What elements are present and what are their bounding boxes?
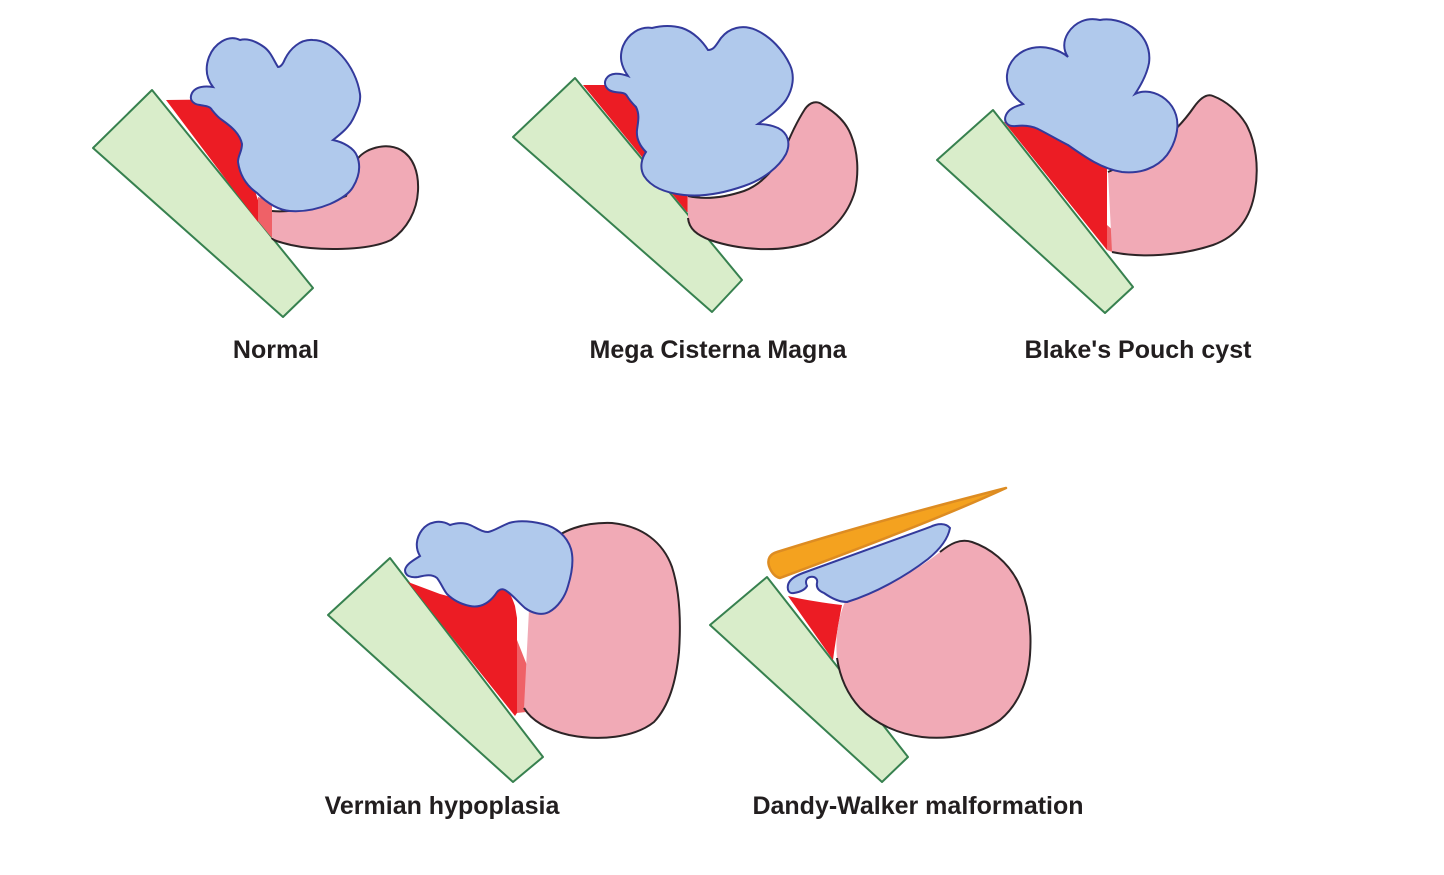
cisterna-shape-fill bbox=[688, 102, 858, 250]
panel-label-blakes-pouch-cyst: Blake's Pouch cyst bbox=[1024, 336, 1252, 364]
cyst-shape-fill bbox=[836, 540, 1031, 738]
fourth-ventricle-region bbox=[408, 582, 517, 716]
fourth-ventricle-region bbox=[788, 596, 842, 660]
cisterna-shape-fill bbox=[272, 146, 419, 250]
ventricle-light-sliver bbox=[258, 197, 272, 238]
hypoplastic-vermis-shape bbox=[403, 520, 574, 615]
vermis-shape bbox=[189, 37, 362, 213]
panel-label-dandy-walker-malformation: Dandy-Walker malformation bbox=[752, 792, 1084, 820]
panel-vermian-hypoplasia-diagram bbox=[327, 520, 681, 783]
panel-label-vermian-hypoplasia: Vermian hypoplasia bbox=[324, 792, 560, 820]
panel-label-normal: Normal bbox=[232, 336, 320, 364]
flattened-vermis-shape bbox=[786, 523, 952, 604]
panel-mega-cisterna-magna-diagram bbox=[512, 25, 859, 313]
vermis-shape bbox=[604, 25, 794, 197]
cyst-shape-outline bbox=[836, 539, 1032, 739]
vermis-shape bbox=[1004, 18, 1179, 174]
panel-blakes-pouch-cyst-diagram bbox=[936, 18, 1258, 314]
panel-dandy-walker-diagram bbox=[709, 486, 1032, 783]
elevated-tentorium-wedge bbox=[767, 486, 1008, 580]
tentorium-strip bbox=[512, 77, 743, 313]
panel-label-mega-cisterna-magna: Mega Cisterna Magna bbox=[589, 336, 847, 364]
cyst-shape-fill bbox=[1108, 95, 1257, 256]
tentorium-strip bbox=[936, 109, 1134, 314]
panel-normal-diagram bbox=[92, 37, 420, 318]
tentorium-strip bbox=[327, 557, 544, 783]
